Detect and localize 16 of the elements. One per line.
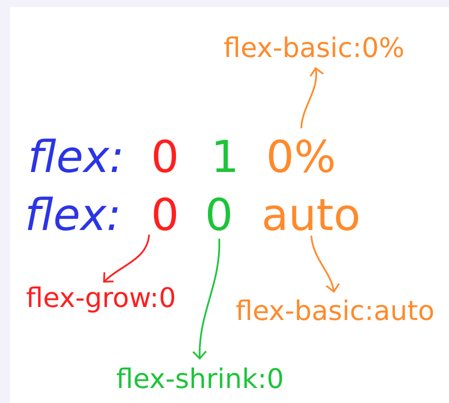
value-text: auto	[264, 199, 358, 231]
value-text: 0	[154, 139, 176, 173]
value-text: 0	[208, 197, 230, 231]
annotation-text: flex-basic:auto	[236, 299, 433, 320]
arrow	[192, 238, 220, 360]
property-text: flex:	[28, 196, 118, 231]
value-text: 0	[154, 197, 176, 231]
arrow	[300, 66, 324, 128]
arrow	[310, 235, 340, 293]
value-text: 0%	[269, 139, 334, 173]
annotation-text: flex-grow:0	[26, 286, 174, 313]
annotation-text: flex-basic:0%	[224, 36, 403, 58]
arrow	[103, 234, 150, 283]
annotation-text: flex-shrink:0	[116, 367, 282, 388]
property-text: flex:	[30, 138, 121, 173]
value-text: 1	[216, 140, 235, 172]
